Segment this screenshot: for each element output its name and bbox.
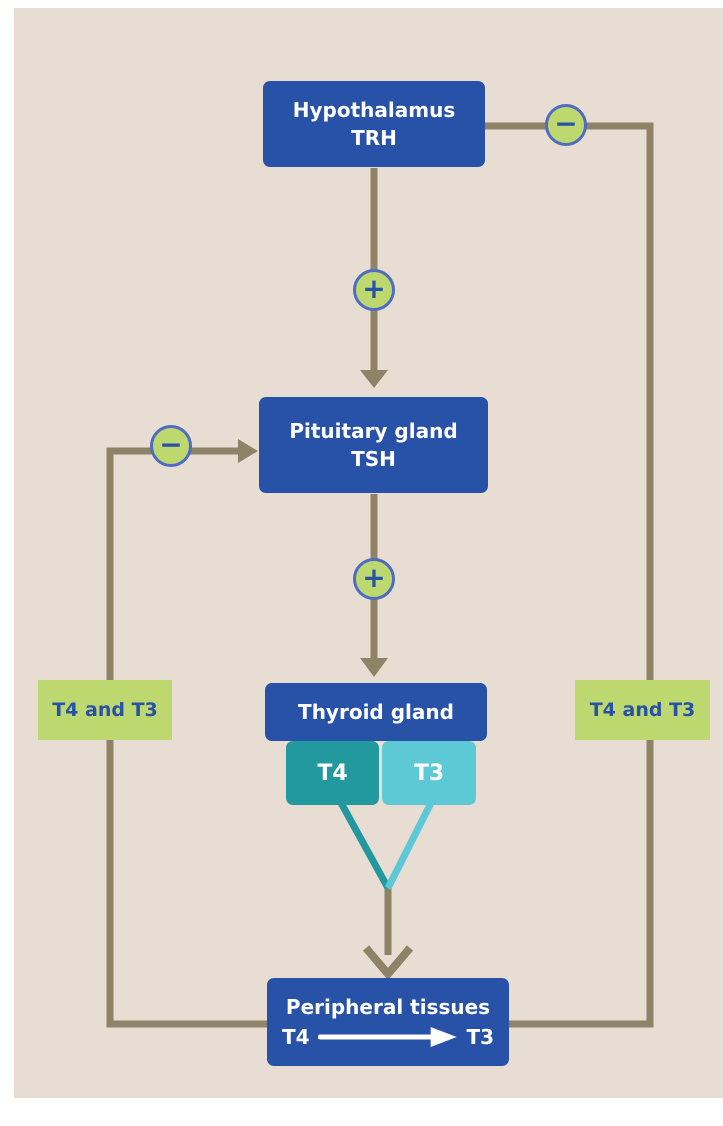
hypothalamus-title: Hypothalamus [292, 98, 456, 122]
inhibit-pituitary-icon: − [150, 425, 192, 467]
diagram-background [14, 8, 723, 1098]
peripheral-node: Peripheral tissues T4 T3 [267, 978, 509, 1066]
right-feedback-label: T4 and T3 [575, 680, 710, 740]
right-feedback-line [485, 122, 654, 1028]
t3-converge-line [384, 799, 436, 890]
stimulate-trh-icon: + [353, 269, 395, 311]
left-feedback-arrowhead [238, 439, 258, 463]
trh-label: TRH [351, 126, 397, 150]
t3-output: T3 [382, 741, 476, 805]
thyroid-node: Thyroid gland [265, 683, 487, 741]
tsh-label: TSH [351, 447, 396, 471]
thyroid-title: Thyroid gland [298, 700, 454, 724]
pituitary-arrowhead [360, 370, 388, 388]
thyroid-arrowhead [360, 658, 388, 677]
peripheral-title: Peripheral tissues [285, 995, 491, 1019]
peripheral-t4-label: T4 [282, 1025, 310, 1049]
peripheral-t3-label: T3 [466, 1025, 494, 1049]
peripheral-arrowhead [362, 945, 414, 981]
stimulate-tsh-icon: + [353, 558, 395, 600]
pituitary-title: Pituitary gland [289, 419, 458, 443]
inhibit-hypothalamus-icon: − [545, 104, 587, 146]
t4-output: T4 [286, 741, 379, 805]
pituitary-node: Pituitary gland TSH [259, 397, 488, 493]
conversion-row: T4 T3 [282, 1023, 494, 1051]
t4-converge-line [336, 799, 392, 890]
left-feedback-label: T4 and T3 [38, 680, 172, 740]
conversion-arrow-icon [317, 1027, 457, 1047]
hypothalamus-node: Hypothalamus TRH [263, 81, 485, 167]
